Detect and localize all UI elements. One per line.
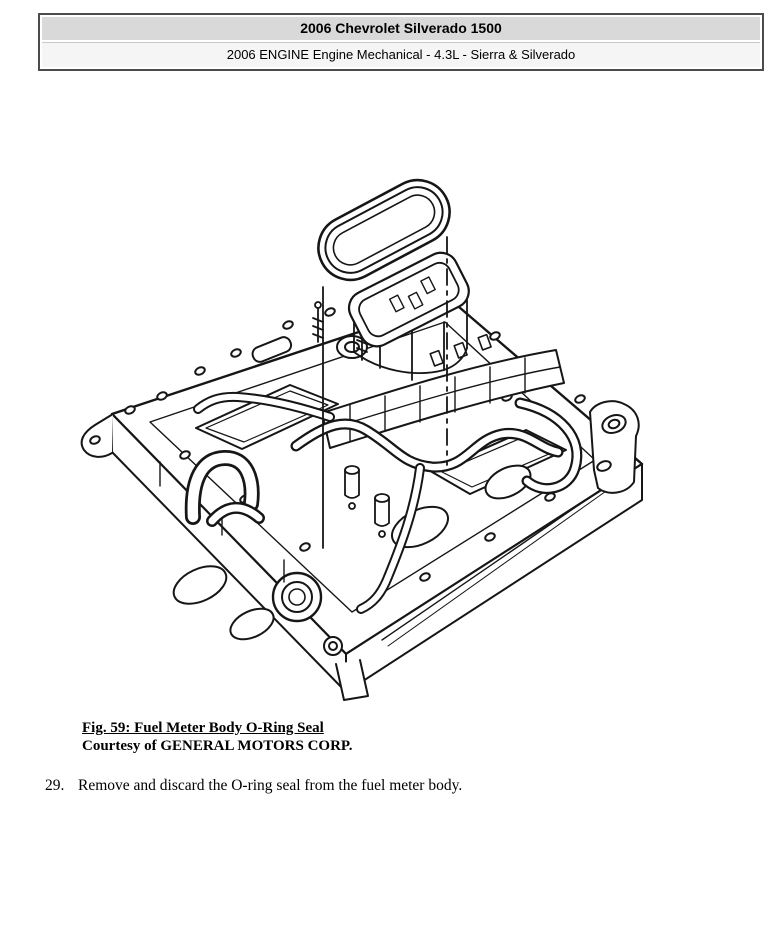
projection-lines	[322, 236, 448, 549]
elbow-tube	[184, 450, 265, 527]
vehicle-title-text: 2006 Chevrolet Silverado 1500	[300, 20, 502, 36]
figure-caption: Fig. 59: Fuel Meter Body O-Ring Seal Cou…	[82, 719, 352, 755]
vehicle-title: 2006 Chevrolet Silverado 1500	[42, 17, 760, 40]
document-header-table: 2006 Chevrolet Silverado 1500 2006 ENGIN…	[38, 13, 764, 71]
figure-caption-title: Fig. 59: Fuel Meter Body O-Ring Seal	[82, 720, 324, 736]
poppet-injectors	[344, 465, 390, 538]
section-subtitle-text: 2006 ENGINE Engine Mechanical - 4.3L - S…	[226, 47, 576, 62]
round-boss	[271, 571, 323, 623]
mounting-bracket	[589, 400, 640, 494]
section-subtitle: 2006 ENGINE Engine Mechanical - 4.3L - S…	[42, 42, 760, 67]
fuel-pipes	[193, 391, 583, 614]
figure-caption-courtesy: Courtesy of GENERAL MOTORS CORP.	[82, 738, 353, 754]
o-ring-seal	[317, 178, 451, 282]
step-text: Remove and discard the O-ring seal from …	[78, 777, 463, 794]
step-number: 29.	[45, 777, 65, 794]
electrical-connector	[347, 251, 470, 381]
bottom-bolt	[323, 636, 369, 701]
